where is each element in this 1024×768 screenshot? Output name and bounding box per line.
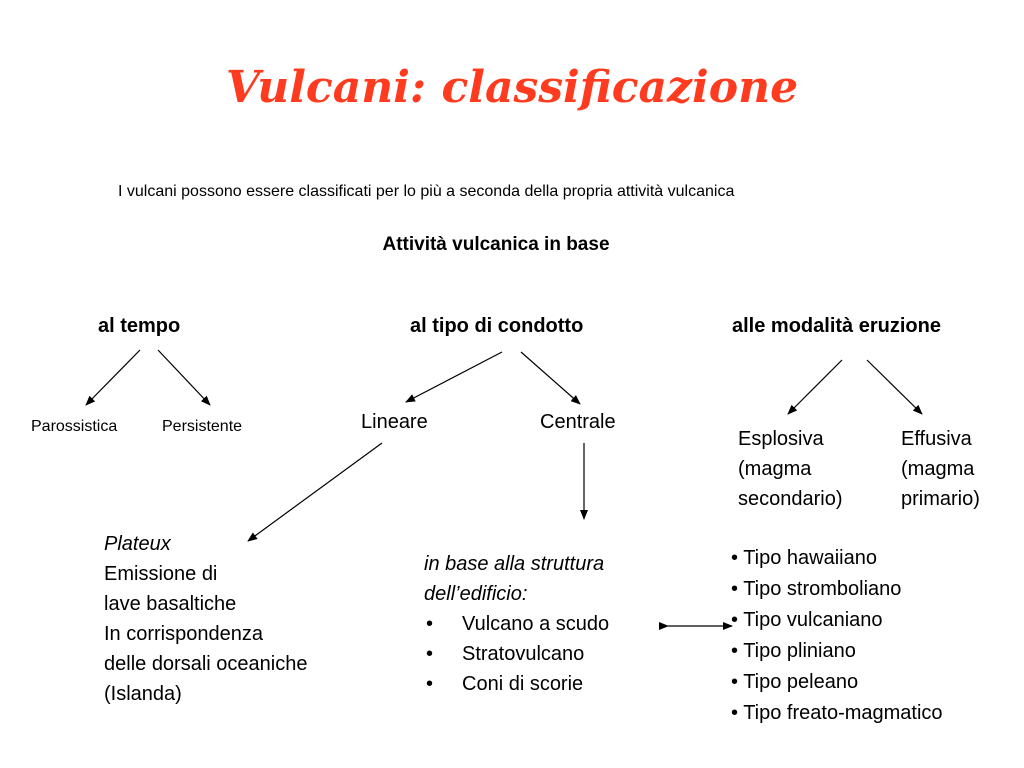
arrow-tempo-persistente bbox=[157, 349, 211, 406]
type-persistente: Persistente bbox=[162, 418, 243, 435]
type-esplosiva: Esplosiva (magma secondario) bbox=[738, 424, 843, 514]
plateux-line: Emissione di bbox=[104, 563, 218, 585]
plateux-line: (Islanda) bbox=[104, 683, 182, 705]
struttura-title-line: dell’edificio: bbox=[424, 583, 528, 605]
type-parossistica: Parossistica bbox=[31, 418, 118, 435]
tipo-item: Tipo pliniano bbox=[731, 636, 943, 667]
esplosiva-line: Esplosiva bbox=[738, 428, 824, 450]
tipo-item: Tipo peleano bbox=[731, 667, 943, 698]
plateux-line: lave basaltiche bbox=[104, 593, 237, 615]
esplosiva-line: secondario) bbox=[738, 488, 843, 510]
arrow-condotto-lineare bbox=[405, 351, 503, 403]
tipi-block: Tipo hawaiiano Tipo stromboliano Tipo vu… bbox=[731, 543, 943, 729]
plateux-line: delle dorsali oceaniche bbox=[104, 653, 308, 675]
arrow-tempo-parossistica bbox=[85, 349, 141, 406]
struttura-list: Vulcano a scudo Stratovulcano Coni di sc… bbox=[424, 609, 609, 699]
struttura-block: in base alla struttura dell’edificio: Vu… bbox=[424, 549, 609, 699]
tipo-item: Tipo vulcaniano bbox=[731, 605, 943, 636]
effusiva-line: Effusiva bbox=[901, 428, 972, 450]
tipo-item: Tipo freato-magmatico bbox=[731, 698, 942, 729]
arrow-lineare-plateux bbox=[247, 442, 383, 542]
tipi-list: Tipo hawaiiano Tipo stromboliano Tipo vu… bbox=[731, 543, 943, 729]
plateux-block: Plateux Emissione di lave basaltiche In … bbox=[104, 529, 307, 709]
arrow-condotto-centrale bbox=[520, 351, 581, 405]
plateux-title: Plateux bbox=[104, 533, 171, 555]
struttura-item: Stratovulcano bbox=[424, 639, 609, 669]
struttura-title-line: in base alla struttura bbox=[424, 553, 605, 575]
arrow-eruzione-esplosiva bbox=[787, 359, 843, 415]
arrow-eruzione-effusiva bbox=[866, 359, 923, 415]
plateux-line: In corrispondenza bbox=[104, 623, 263, 645]
type-effusiva: Effusiva (magma primario) bbox=[901, 424, 980, 514]
tipo-item: Tipo stromboliano bbox=[731, 574, 943, 605]
tipo-item: Tipo hawaiiano bbox=[731, 543, 943, 574]
category-condotto: al tipo di condotto bbox=[410, 315, 584, 337]
type-lineare: Lineare bbox=[361, 411, 428, 433]
effusiva-line: (magma bbox=[901, 458, 975, 480]
esplosiva-line: (magma bbox=[738, 458, 812, 480]
section-heading: Attività vulcanica in base bbox=[382, 234, 610, 255]
page-title: Vulcani: classificazione bbox=[225, 62, 799, 113]
effusiva-line: primario) bbox=[901, 488, 980, 510]
category-tempo: al tempo bbox=[98, 315, 181, 337]
category-eruzione: alle modalità eruzione bbox=[732, 315, 941, 337]
struttura-item: Vulcano a scudo bbox=[424, 609, 609, 639]
subtitle: I vulcani possono essere classificati pe… bbox=[118, 183, 735, 200]
struttura-item: Coni di scorie bbox=[424, 669, 609, 699]
type-centrale: Centrale bbox=[540, 411, 616, 433]
